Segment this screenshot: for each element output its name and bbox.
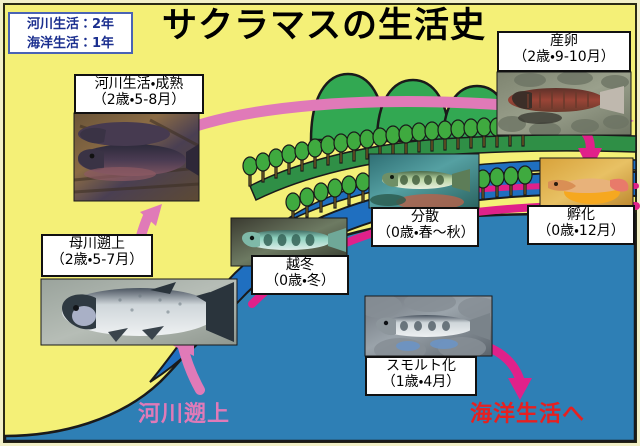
photo-hatching [539, 157, 634, 212]
stage-label-bunsan: 分散 （0歳・春～秋） [371, 207, 479, 247]
stage-label-ettou: 越冬 （0歳・冬） [251, 255, 349, 295]
life-history-summary-box: 河川生活：2年 海洋生活：1年 [8, 12, 133, 54]
stage-title-bunsan: 分散 [411, 209, 439, 225]
stage-age-sanran: （2歳・9-10月） [513, 48, 615, 65]
stage-age-fuka: （0歳・12月） [537, 222, 625, 239]
summary-sea-years: 海洋生活：1年 [26, 36, 115, 51]
stage-age-bosen-sojo: （2歳・5-7月） [50, 251, 144, 268]
stage-title-ettou: 越冬 [286, 257, 314, 273]
stage-age-bunsan: （0歳・春～秋） [377, 224, 475, 241]
photo-smolt [364, 295, 493, 357]
photo-mature-river [73, 112, 200, 202]
summary-river-years: 河川生活：2年 [26, 17, 115, 32]
stage-age-kasen-seijuku: （2歳・5-8月） [92, 91, 186, 108]
stage-label-bosen-sojo: 母川遡上 （2歳・5-7月） [41, 234, 153, 277]
photo-spawning [496, 71, 632, 136]
stage-title-smolt: スモルト化 [386, 358, 456, 374]
stage-title-sanran: 産卵 [550, 33, 578, 49]
stage-title-kasen-seijuku: 河川生活・成熟 [94, 76, 184, 92]
page-title: サクラマスの生活史 [162, 6, 487, 46]
photo-dispersal [368, 153, 480, 209]
stage-title-bosen-sojo: 母川遡上 [69, 236, 125, 252]
caption-to-ocean-life: 海洋生活へ [470, 402, 586, 427]
stage-label-kasen-seijuku: 河川生活・成熟 （2歳・5-8月） [74, 74, 204, 114]
stage-label-fuka: 孵化 （0歳・12月） [527, 205, 635, 245]
caption-river-ascent: 河川遡上 [138, 402, 231, 427]
arrow-to-ocean [485, 343, 532, 400]
stage-label-smolt: スモルト化 （1歳・4月） [365, 356, 477, 396]
stage-age-smolt: （1歳・4月） [381, 373, 461, 390]
stage-label-sanran: 産卵 （2歳・9-10月） [497, 31, 631, 72]
photo-returning-adult [40, 278, 238, 346]
stage-age-ettou: （0歳・冬） [265, 272, 335, 289]
stage-title-fuka: 孵化 [567, 207, 595, 223]
